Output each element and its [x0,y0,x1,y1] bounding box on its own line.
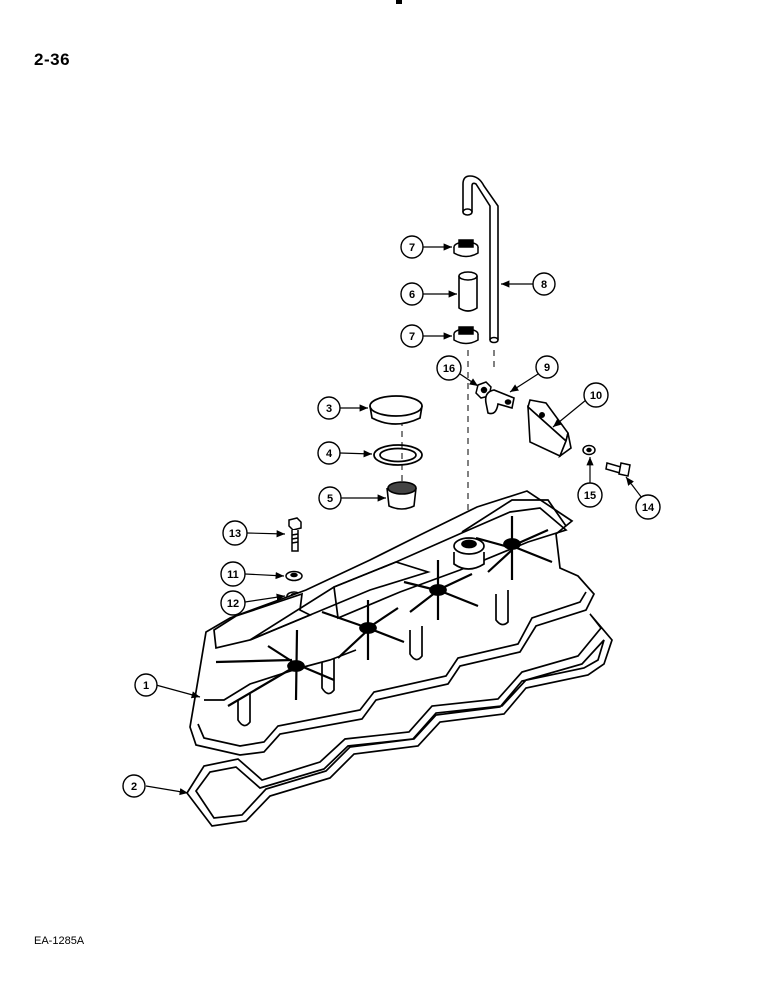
callout-7-upper: 7 [400,235,452,259]
callout-label: 5 [327,493,333,505]
callout-label: 16 [443,363,455,375]
rocker-cover [189,490,596,756]
callout-label: 1 [143,680,149,692]
callout-6: 6 [400,282,457,306]
callout-label: 12 [227,598,239,610]
callout-label: 3 [326,403,332,415]
washer-11 [285,570,303,582]
washer-bracket [582,444,596,456]
callout-16: 16 [436,355,479,387]
hose-clamp-lower [453,326,479,345]
callout-label: 4 [326,448,333,460]
filler-cap [369,395,423,425]
top-edge-mark [396,0,402,4]
callout-label: 8 [541,279,547,291]
callout-2: 2 [122,774,189,798]
callout-4: 4 [317,441,373,465]
callout-label: 7 [409,242,415,254]
breather-pipe [462,175,499,344]
callout-9: 9 [509,355,559,393]
callout-15: 15 [577,457,603,508]
p-clip [484,389,515,415]
callout-8: 8 [501,272,556,296]
callout-5: 5 [318,486,386,510]
callout-label: 9 [544,362,550,374]
callout-label: 13 [229,528,241,540]
callout-label: 14 [642,502,655,514]
callout-label: 7 [409,331,415,343]
seal-ring [373,444,423,466]
hose [458,271,478,312]
callout-3: 3 [317,396,368,420]
assembly-lines [401,350,495,520]
bracket [527,399,572,459]
page-number: 2-36 [34,50,71,69]
filler-strainer [386,481,417,510]
callout-label: 6 [409,289,415,301]
callout-label: 15 [584,490,596,502]
gasket [185,613,613,827]
hose-clamp-upper [453,239,479,258]
callout-label: 10 [590,390,602,402]
figure-code: EA-1285A [34,935,85,947]
callout-7-lower: 7 [400,324,452,348]
callout-label: 11 [227,569,239,581]
callout-11: 11 [220,561,285,587]
bolt-bracket [605,462,631,477]
callout-label: 2 [131,781,137,793]
cover-bolt [288,517,302,552]
callout-10: 10 [552,382,609,428]
callout-14: 14 [625,476,661,520]
callout-1: 1 [134,673,201,699]
callout-12: 12 [220,590,286,616]
callout-13: 13 [222,520,286,546]
